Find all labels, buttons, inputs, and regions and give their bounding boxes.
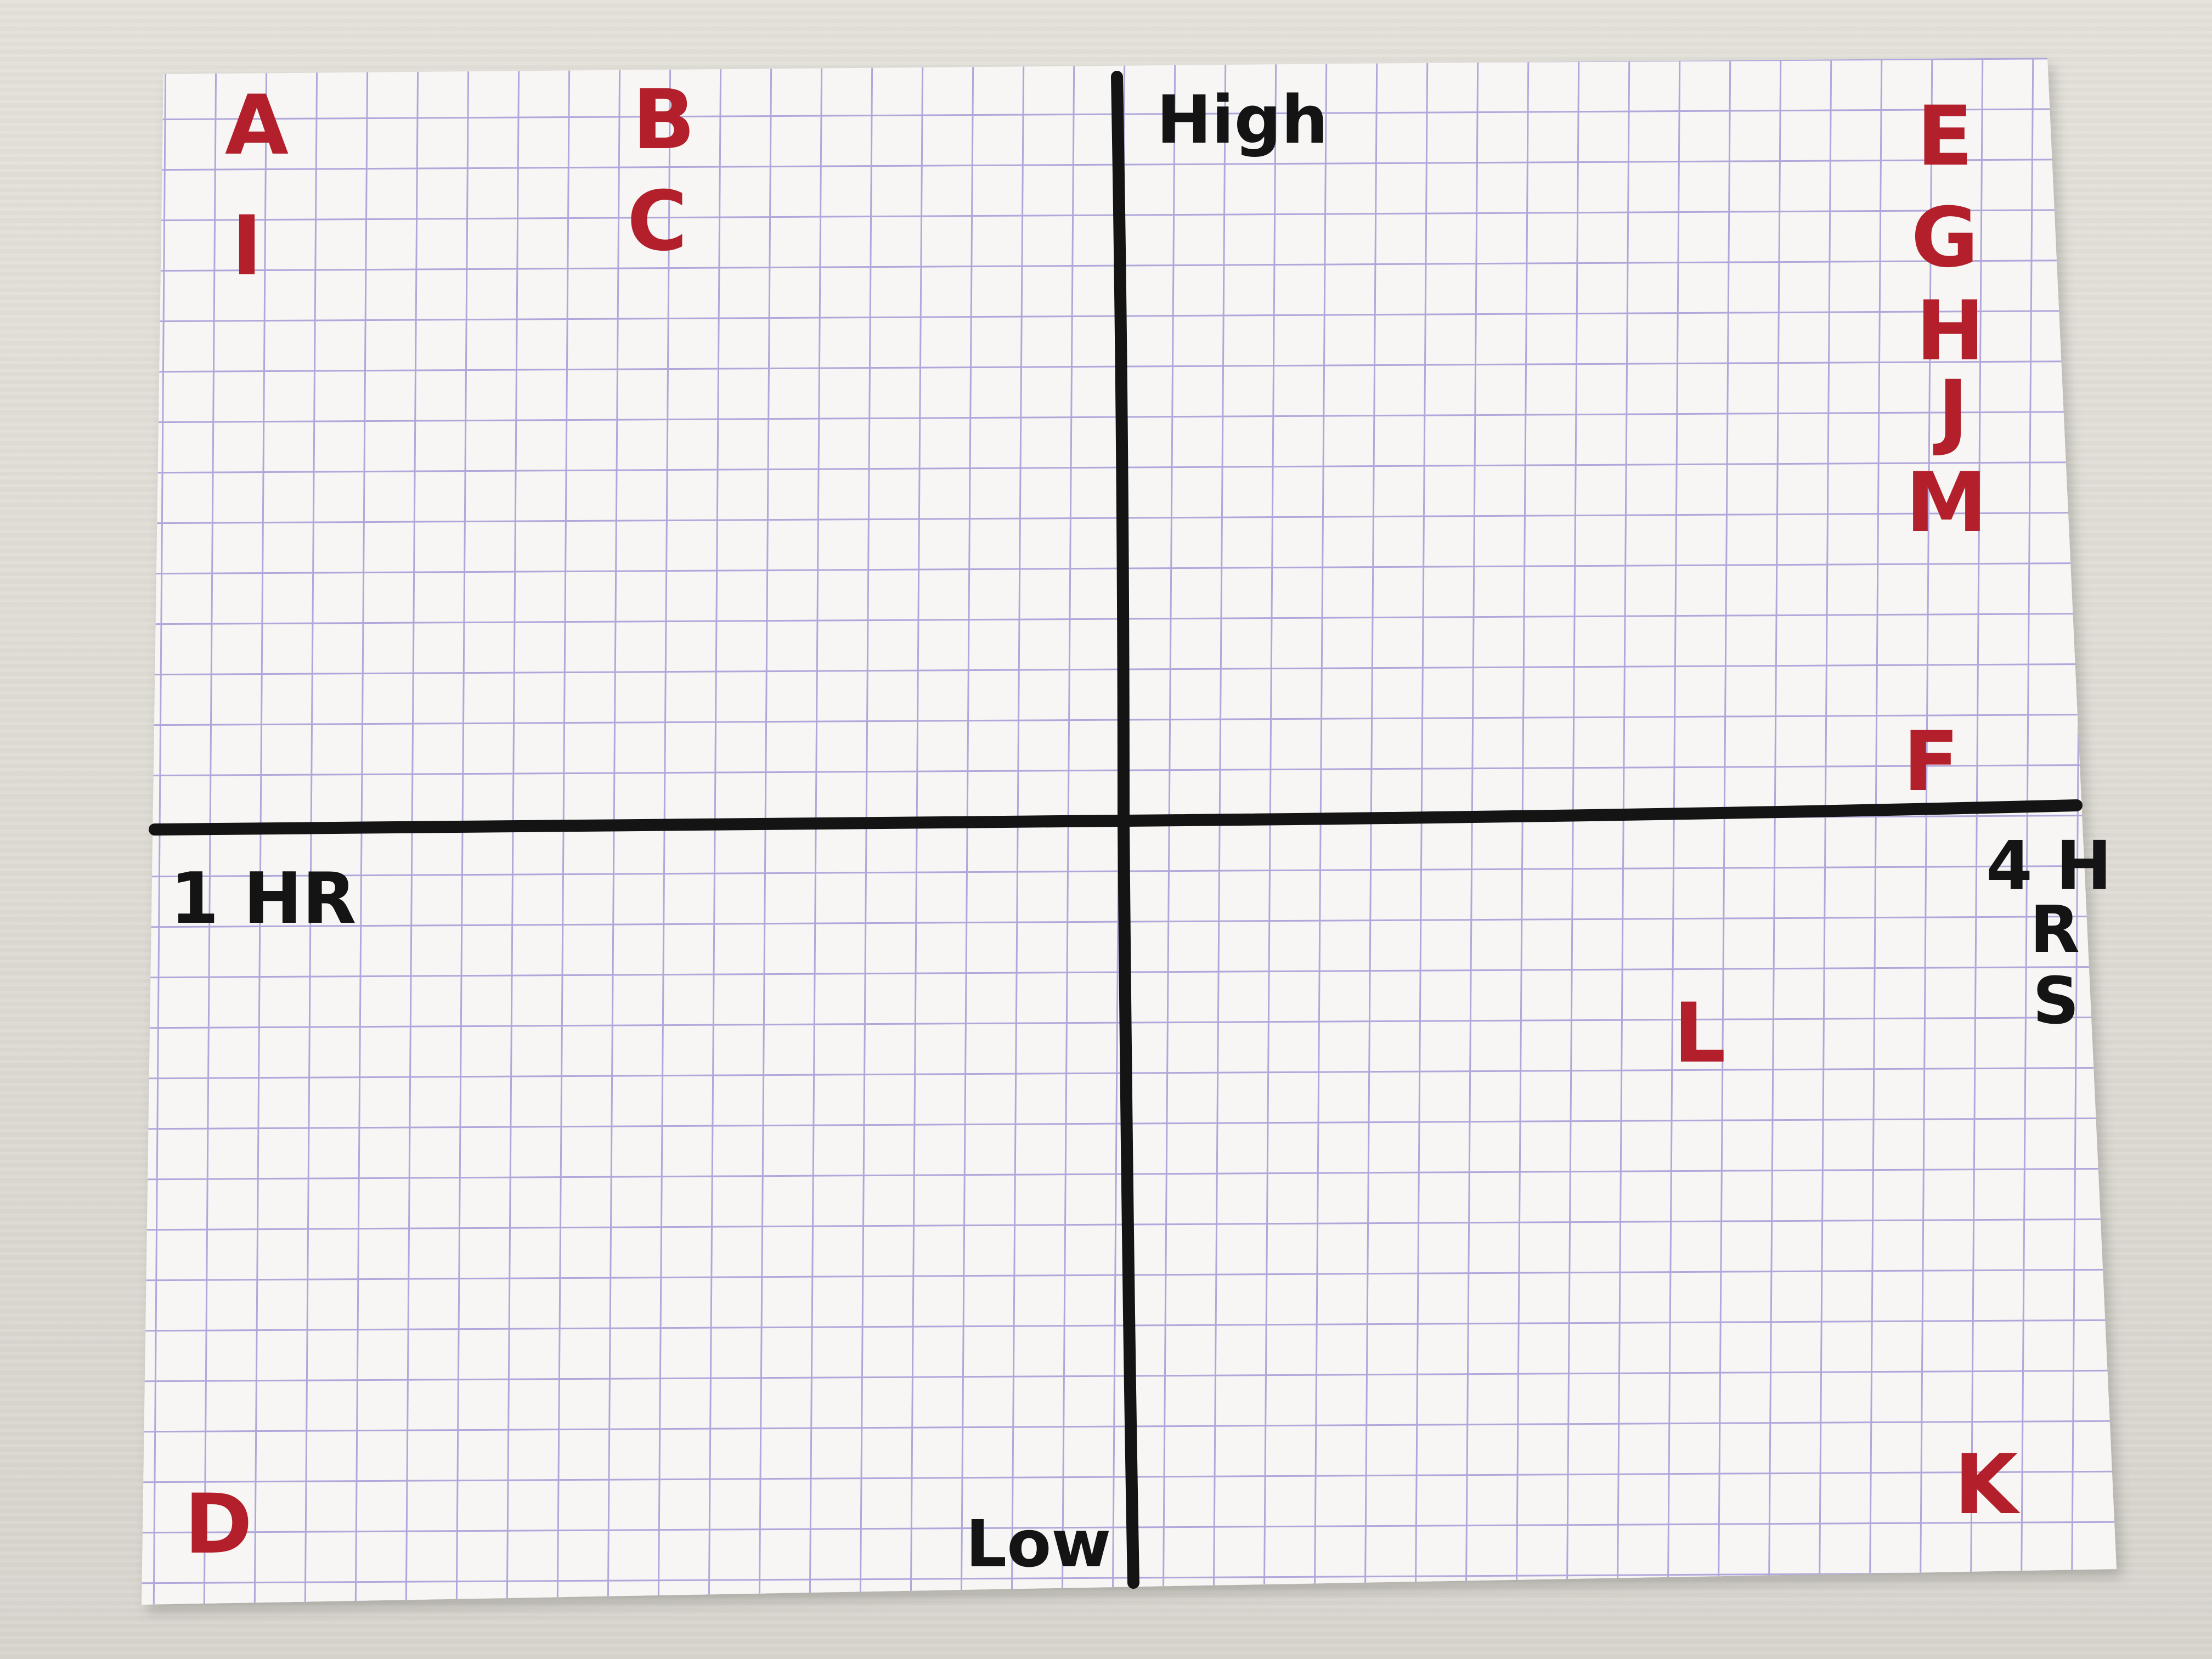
grid-line-vertical	[1061, 58, 1075, 1605]
grid-line-vertical	[1616, 58, 1630, 1605]
point-label-m: M	[1905, 455, 1987, 551]
grid-line-horizontal	[142, 511, 2117, 524]
point-label-f: F	[1903, 714, 1959, 810]
grid-line-vertical	[708, 58, 722, 1605]
grid-line-vertical	[1717, 58, 1731, 1605]
grid-line-vertical	[1162, 58, 1176, 1605]
grid-line-vertical	[1263, 58, 1277, 1605]
grid-line-vertical	[1667, 58, 1681, 1605]
x-axis-left-label: 1 HR	[170, 858, 356, 940]
grid-line-vertical	[809, 58, 823, 1605]
grid-line-horizontal	[142, 764, 2117, 777]
point-label-g: G	[1911, 190, 1978, 286]
point-label-h: H	[1916, 284, 1985, 379]
grid-line-horizontal	[142, 108, 2117, 121]
point-label-c: C	[627, 174, 687, 269]
grid-line-vertical	[910, 58, 924, 1605]
grid-line-vertical	[1212, 58, 1227, 1605]
grid-line-vertical	[506, 58, 520, 1605]
point-label-a: A	[225, 78, 289, 173]
grid-line-vertical	[960, 58, 974, 1605]
grid-line-vertical	[1364, 58, 1378, 1605]
grid-line-horizontal	[142, 309, 2117, 323]
grid-line-vertical	[607, 58, 621, 1605]
grid-line-horizontal	[142, 461, 2117, 474]
grid-line-horizontal	[142, 158, 2117, 171]
grid-line-vertical	[1465, 58, 1479, 1605]
grid-line-horizontal	[142, 259, 2117, 272]
point-label-l: L	[1673, 986, 1726, 1081]
axes	[149, 71, 2083, 1589]
grid-line-vertical	[1768, 58, 1782, 1605]
grid-line-vertical	[1970, 58, 1984, 1605]
grid-line-vertical	[1515, 58, 1530, 1605]
grid-line-vertical	[405, 58, 419, 1605]
grid-line-vertical	[354, 58, 369, 1605]
grid-line-vertical	[1566, 58, 1580, 1605]
grid-line-horizontal	[142, 360, 2117, 373]
y-axis	[1111, 71, 1139, 1589]
grid-line-vertical	[1414, 58, 1429, 1605]
grid-line-vertical	[2122, 44, 2134, 1624]
point-label-j: J	[1933, 363, 1968, 459]
point-label-d: D	[184, 1477, 253, 1572]
grid-line-horizontal	[142, 612, 2117, 625]
point-label-b: B	[633, 72, 695, 168]
grid-line-vertical	[758, 58, 772, 1605]
grid-line-vertical	[1313, 58, 1328, 1605]
grid-line-horizontal	[142, 663, 2117, 676]
grid-line-horizontal	[142, 713, 2117, 726]
grid-line-vertical	[859, 58, 873, 1605]
grid-line-vertical	[556, 58, 571, 1605]
grid-line-vertical	[1011, 58, 1025, 1605]
y-axis-low-label: Low	[966, 1506, 1111, 1582]
grid-line-horizontal	[142, 208, 2117, 222]
grid-line-vertical	[1818, 58, 1832, 1605]
grid-line-horizontal	[142, 865, 2117, 878]
point-label-k: K	[1954, 1437, 2021, 1533]
point-label-i: I	[232, 199, 262, 294]
grid-line-vertical	[2020, 58, 2034, 1605]
y-axis-high-label: High	[1156, 82, 1328, 159]
point-label-e: E	[1917, 89, 1973, 184]
x-axis-right-label-line2: R	[2030, 891, 2080, 967]
x-axis-right-label-line3: S	[2033, 963, 2079, 1039]
grid-line-vertical	[455, 58, 470, 1605]
grid-line-horizontal	[142, 562, 2117, 575]
grid-line-horizontal	[142, 410, 2117, 424]
grid-line-vertical	[103, 44, 115, 1624]
x-axis-right-label-line1: 4 H	[1986, 827, 2112, 905]
grid-line-vertical	[1869, 58, 1883, 1605]
grid-line-vertical	[657, 58, 672, 1605]
grid-line-vertical	[1919, 58, 1933, 1605]
